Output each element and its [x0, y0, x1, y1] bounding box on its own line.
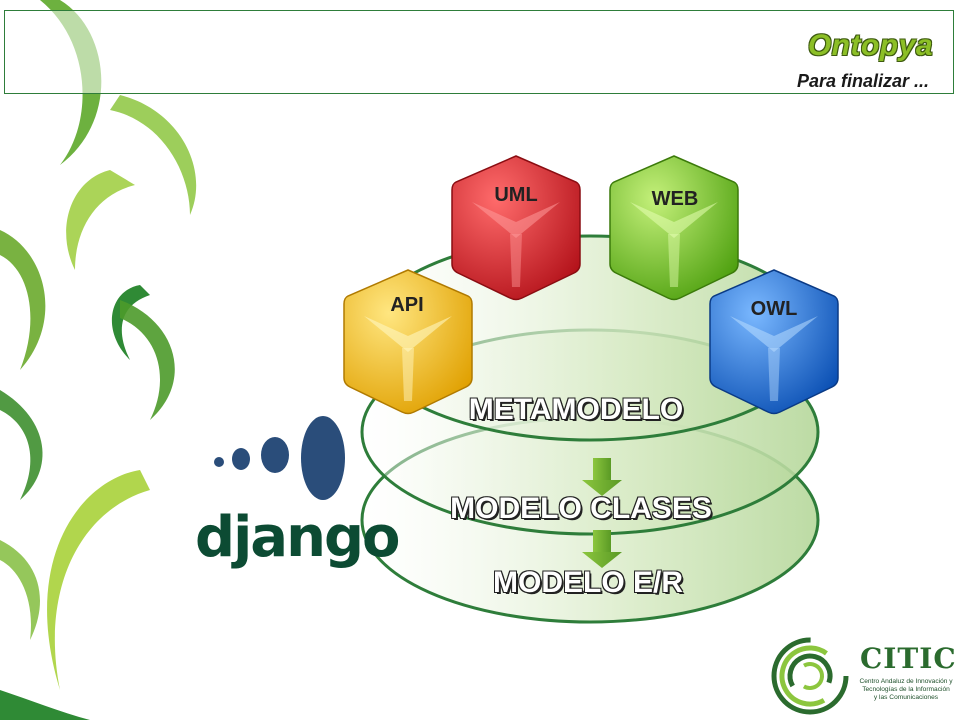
uml-cube-label: UML	[494, 184, 538, 206]
owl-cube-label: OWL	[750, 298, 798, 320]
header-frame: Ontopya Para finalizar ...	[4, 10, 954, 94]
owl-cube	[709, 269, 839, 415]
django-logo: django	[195, 412, 400, 572]
uml-cube	[451, 155, 581, 301]
arrow-clases-to-er	[582, 530, 622, 568]
api-cube	[343, 269, 473, 415]
modelo-er-label: MODELO E/R	[492, 566, 684, 599]
metamodelo-label: METAMODELO	[468, 393, 684, 426]
citic-name: CITIC	[860, 642, 957, 675]
page-subtitle: Para finalizar ...	[796, 71, 929, 91]
page-title: Ontopya	[807, 29, 933, 62]
modelo-clases-label: MODELO CLASES	[450, 492, 712, 525]
citic-logo: CITIC Centro Andaluz de Innovación y Tec…	[768, 636, 958, 716]
api-cube-label: API	[390, 294, 424, 316]
web-cube	[609, 155, 739, 301]
django-wordmark: django	[195, 505, 400, 570]
citic-subtitle: Centro Andaluz de Innovación y Tecnologí…	[859, 678, 953, 701]
arrow-metamodelo-to-clases	[582, 458, 622, 496]
django-dots-icon	[214, 416, 345, 500]
citic-emblem-icon	[771, 637, 849, 715]
web-cube-label: WEB	[651, 188, 699, 210]
